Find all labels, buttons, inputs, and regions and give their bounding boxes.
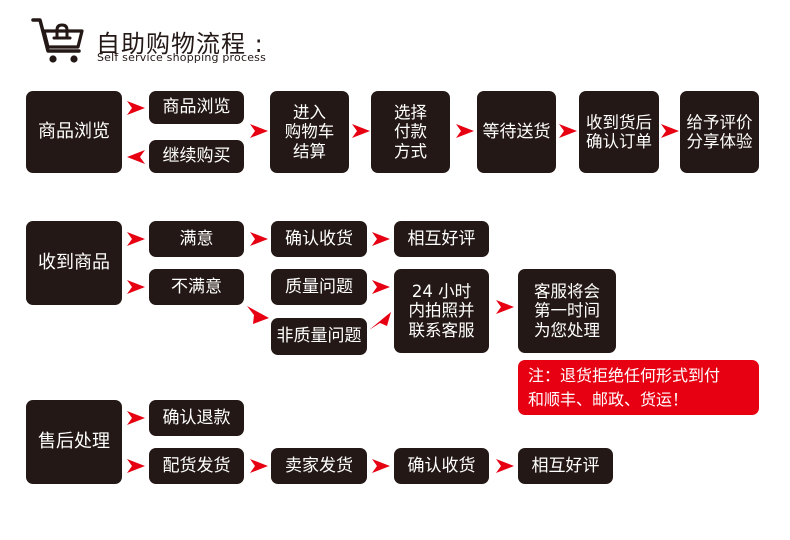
arrow-right-icon — [372, 232, 390, 246]
unsatisfied-node: 不满意 — [149, 269, 244, 305]
contact-service-node: 24 小时 内拍照并 联系客服 — [394, 269, 489, 353]
confirm-receipt-node: 确认收货 — [271, 221, 367, 257]
arrow-right-icon — [127, 411, 145, 425]
service-handle-node: 客服将会 第一时间 为您处理 — [518, 269, 616, 353]
arrow-right-icon — [127, 459, 145, 473]
arrow-right-icon — [372, 280, 390, 294]
seller-ship-node: 卖家发货 — [271, 448, 367, 484]
arrow-right-icon — [127, 232, 145, 246]
arrow-right-icon — [496, 300, 514, 314]
continue-shopping-node: 继续购买 — [149, 140, 244, 173]
satisfied-node: 满意 — [149, 221, 244, 257]
cart-checkout-node: 进入 购物车 结算 — [270, 91, 349, 173]
after-sales-node: 售后处理 — [26, 400, 122, 484]
arrow-right-icon — [250, 124, 268, 138]
non-quality-issue-node: 非质量问题 — [271, 318, 367, 355]
arrow-up-right-icon — [369, 312, 391, 330]
payment-method-node: 选择 付款 方式 — [371, 91, 450, 173]
mutual-review-2-node: 相互好评 — [518, 448, 613, 484]
send-goods-node: 配货发货 — [149, 448, 244, 484]
confirm-refund-node: 确认退款 — [149, 400, 244, 436]
arrow-right-icon — [496, 459, 514, 473]
quality-issue-node: 质量问题 — [271, 269, 367, 305]
return-policy-note: 注：退货拒绝任何形式到付 和顺丰、邮政、货运！ — [518, 360, 759, 415]
await-delivery-node: 等待送货 — [477, 91, 556, 173]
arrow-right-icon — [456, 124, 474, 138]
arrow-right-icon — [559, 124, 577, 138]
arrow-right-icon — [250, 232, 268, 246]
arrow-right-icon — [127, 101, 145, 115]
arrow-right-icon — [127, 280, 145, 294]
browse-products-node: 商品浏览 — [26, 91, 122, 173]
shopping-cart-icon — [31, 17, 87, 69]
page-title: 自助购物流程 : — [96, 30, 264, 58]
confirm-receipt-2-node: 确认收货 — [394, 448, 489, 484]
page-subtitle: Self service shopping process — [97, 51, 267, 64]
receive-goods-node: 收到商品 — [26, 221, 122, 305]
confirm-order-node: 收到货后 确认订单 — [579, 91, 659, 173]
arrow-left-icon — [127, 150, 145, 164]
arrow-right-icon — [661, 124, 679, 138]
review-share-node: 给予评价 分享体验 — [680, 91, 759, 173]
arrow-down-right-icon — [247, 306, 269, 324]
arrow-right-icon — [352, 124, 370, 138]
arrow-right-icon — [372, 459, 390, 473]
arrow-right-icon — [250, 459, 268, 473]
browse-products-small-node: 商品浏览 — [149, 91, 244, 124]
mutual-review-node: 相互好评 — [394, 221, 489, 257]
